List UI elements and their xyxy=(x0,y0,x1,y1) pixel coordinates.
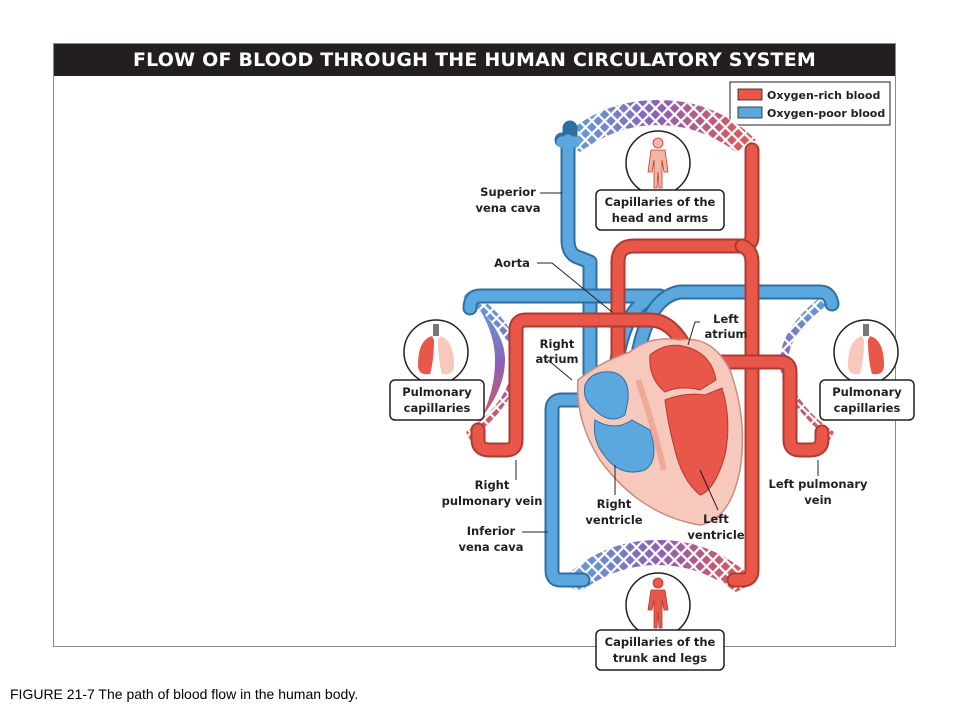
right-ventricle-chamber xyxy=(593,419,655,473)
head-arms-icon-circle xyxy=(625,130,691,196)
box-line: capillaries xyxy=(404,401,471,415)
label-right-ventricle: Right xyxy=(597,497,632,511)
label-right-atrium: Right xyxy=(540,337,575,351)
box-line: Capillaries of the xyxy=(605,195,716,209)
label-left-ventricle: Left xyxy=(703,512,729,526)
label-right-atrium: atrium xyxy=(535,352,578,366)
legend-label-oxygen-poor: Oxygen-poor blood xyxy=(767,107,885,120)
right-atrium-chamber xyxy=(584,371,629,420)
human-figure-icon xyxy=(647,577,669,629)
box-capillaries-trunk-legs: Capillaries of the trunk and legs xyxy=(595,629,725,671)
box-line: capillaries xyxy=(834,401,901,415)
label-right-pulmonary-vein: Right xyxy=(475,478,510,492)
legend-swatch-oxygen-poor xyxy=(737,106,763,119)
label-inferior-vena-cava: Inferior xyxy=(467,524,516,538)
label-right-ventricle: ventricle xyxy=(585,513,642,527)
box-pulmonary-capillaries-right: Pulmonary capillaries xyxy=(819,379,915,421)
box-line: Pulmonary xyxy=(832,385,902,399)
oxygen-rich-vessels xyxy=(470,142,830,588)
legend-swatch-oxygen-rich xyxy=(737,88,763,101)
label-left-atrium: atrium xyxy=(704,327,747,341)
label-left-pulmonary-vein: vein xyxy=(804,493,831,507)
human-figure-icon xyxy=(647,137,669,189)
box-line: Pulmonary xyxy=(402,385,472,399)
diagram-title: FLOW OF BLOOD THROUGH THE HUMAN CIRCULAT… xyxy=(54,44,895,76)
legend: Oxygen-rich blood Oxygen-poor blood xyxy=(729,81,891,126)
left-ventricle-chamber xyxy=(664,387,729,496)
box-capillaries-head-arms: Capillaries of the head and arms xyxy=(595,189,725,231)
annotation-labels: Superior vena cava Aorta Left atrium Rig… xyxy=(442,185,868,554)
right-lung-icon-circle xyxy=(833,319,899,385)
trunk-legs-icon-circle xyxy=(625,572,691,638)
box-pulmonary-capillaries-left: Pulmonary capillaries xyxy=(389,379,485,421)
label-superior-vena-cava: vena cava xyxy=(475,201,540,215)
label-left-ventricle: ventricle xyxy=(687,528,744,542)
capillary-network-lung-left xyxy=(462,290,520,440)
label-left-pulmonary-vein: Left pulmonary xyxy=(769,477,868,491)
label-superior-vena-cava: Superior xyxy=(480,185,536,199)
label-right-pulmonary-vein: pulmonary vein xyxy=(442,494,543,508)
leader-lines xyxy=(515,192,819,533)
lungs-icon xyxy=(848,324,884,375)
box-line: trunk and legs xyxy=(613,651,707,665)
box-line: head and arms xyxy=(612,211,709,225)
capillary-network-head-arms xyxy=(560,100,756,152)
left-lung-icon-circle xyxy=(403,319,469,385)
lungs-icon xyxy=(418,324,454,375)
label-aorta: Aorta xyxy=(494,256,530,270)
left-atrium-chamber xyxy=(649,344,717,393)
legend-label-oxygen-rich: Oxygen-rich blood xyxy=(767,89,880,102)
capillary-network-trunk-legs xyxy=(560,540,756,592)
heart xyxy=(576,338,744,526)
figure-caption: FIGURE 21-7 The path of blood flow in th… xyxy=(10,686,359,702)
label-left-atrium: Left xyxy=(713,312,739,326)
label-inferior-vena-cava: vena cava xyxy=(458,540,523,554)
box-line: Capillaries of the xyxy=(605,635,716,649)
